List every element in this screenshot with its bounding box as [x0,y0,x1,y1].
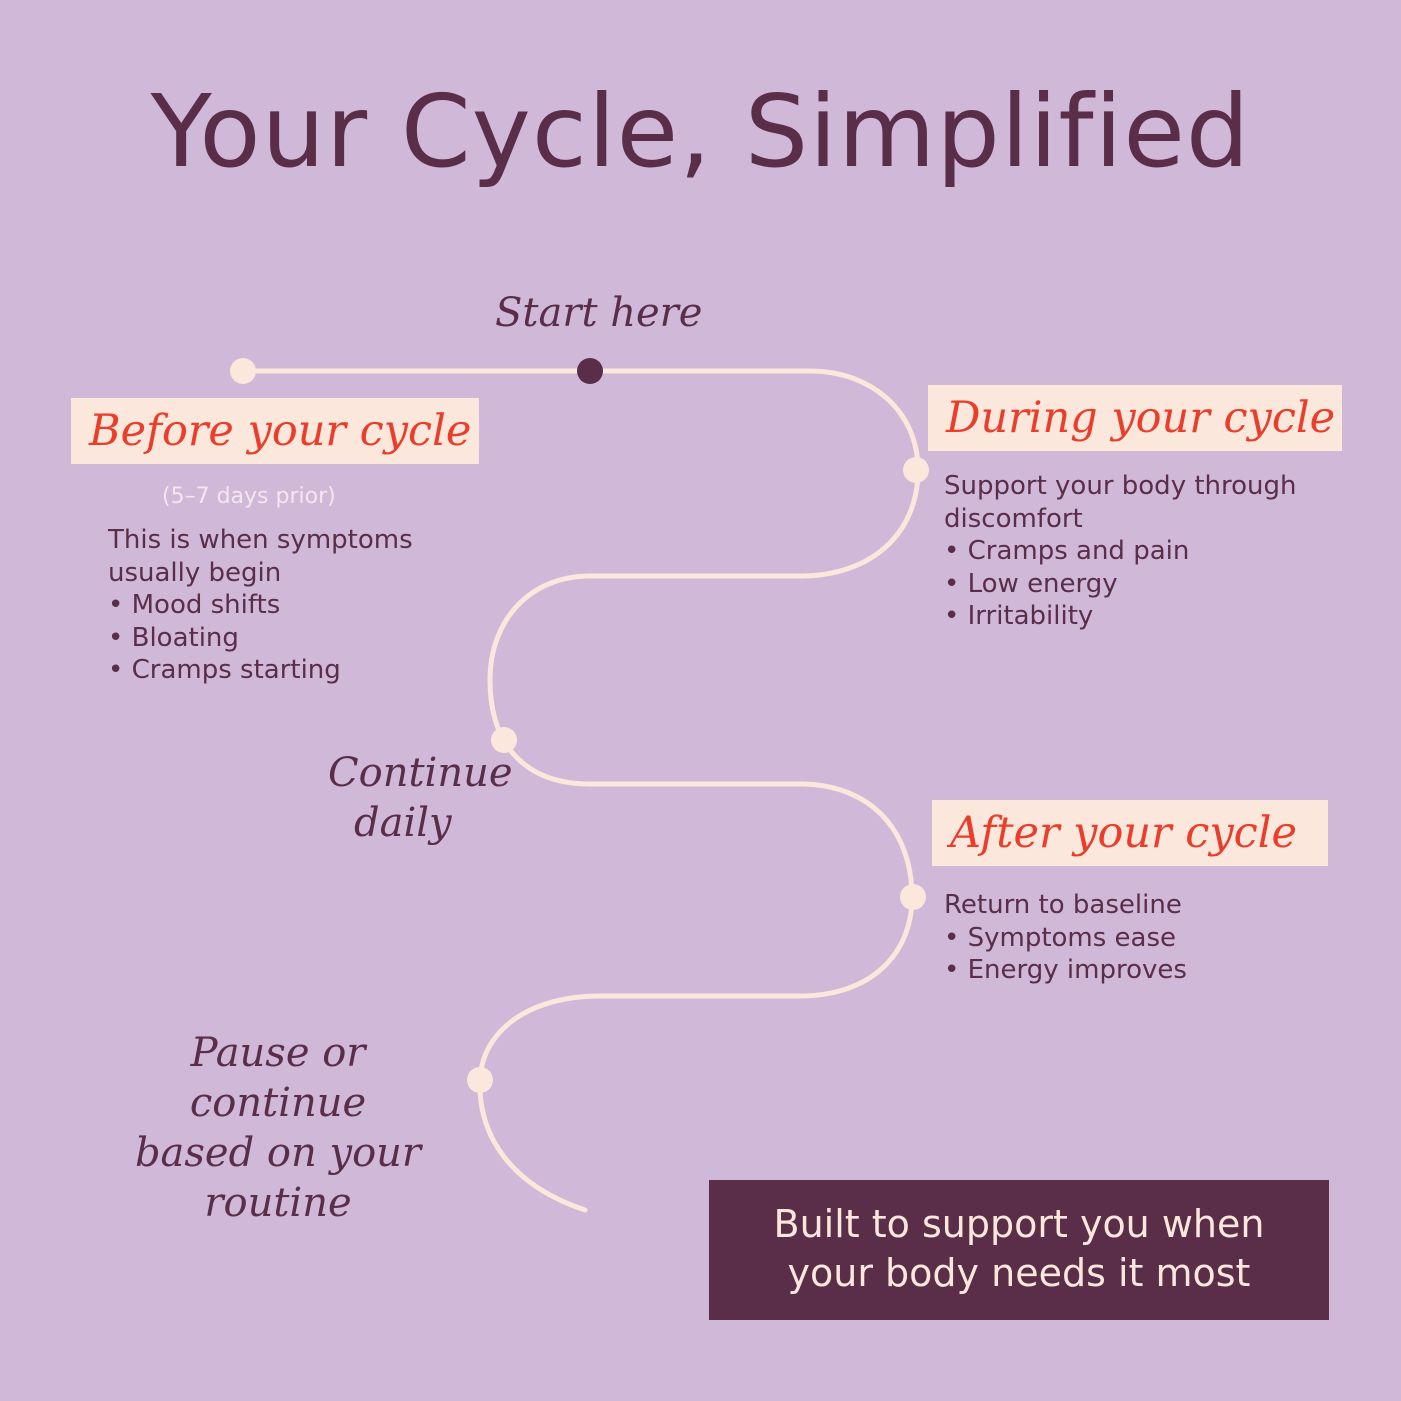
after-line: • Energy improves [944,955,1187,985]
footer-banner: Built to support you when your body need… [709,1180,1329,1320]
after-heading: After your cycle [932,800,1328,866]
continue-daily-label: Continue daily [328,748,513,848]
before-line: • Bloating [108,622,239,653]
during-line: discomfort [944,503,1083,534]
during-line: • Cramps and pain [944,536,1190,566]
path-node-begin [230,358,256,384]
start-here-label: Start here [495,290,703,336]
pause-line: based on your [134,1130,422,1176]
pause-label: Pause or continue based on your routine [98,1028,458,1228]
before-line: • Mood shifts [108,590,281,620]
during-details: Support your body through discomfort • C… [944,470,1297,633]
during-line: • Low energy [944,568,1118,599]
before-line: usually begin [108,557,282,588]
pause-line: routine [204,1180,352,1226]
path-node-continue [491,727,517,753]
path-node-pause [467,1067,493,1093]
footer-line: Built to support you when [773,1202,1265,1246]
page-title: Your Cycle, Simplified [150,73,1251,190]
continue-line: daily [354,800,452,846]
before-note: (5–7 days prior) [162,484,336,509]
cycle-path-line [240,368,921,1213]
before-heading: Before your cycle [71,398,479,464]
before-line: • Cramps starting [108,655,341,685]
after-line: Return to baseline [944,890,1182,920]
before-line: This is when symptoms [108,525,413,555]
after-line: • Symptoms ease [944,922,1177,953]
pause-line: Pause or continue [189,1030,367,1126]
path-node-after [900,884,926,910]
after-details: Return to baseline • Symptoms ease • Ene… [944,889,1187,987]
during-line: Support your body through [944,471,1297,501]
footer-line: your body needs it most [787,1251,1251,1295]
during-heading: During your cycle [928,385,1342,451]
path-node-during [903,457,929,483]
continue-line: Continue [328,750,513,796]
during-line: • Irritability [944,601,1094,631]
before-details: This is when symptoms usually begin • Mo… [108,524,413,687]
path-node-start [577,358,603,384]
